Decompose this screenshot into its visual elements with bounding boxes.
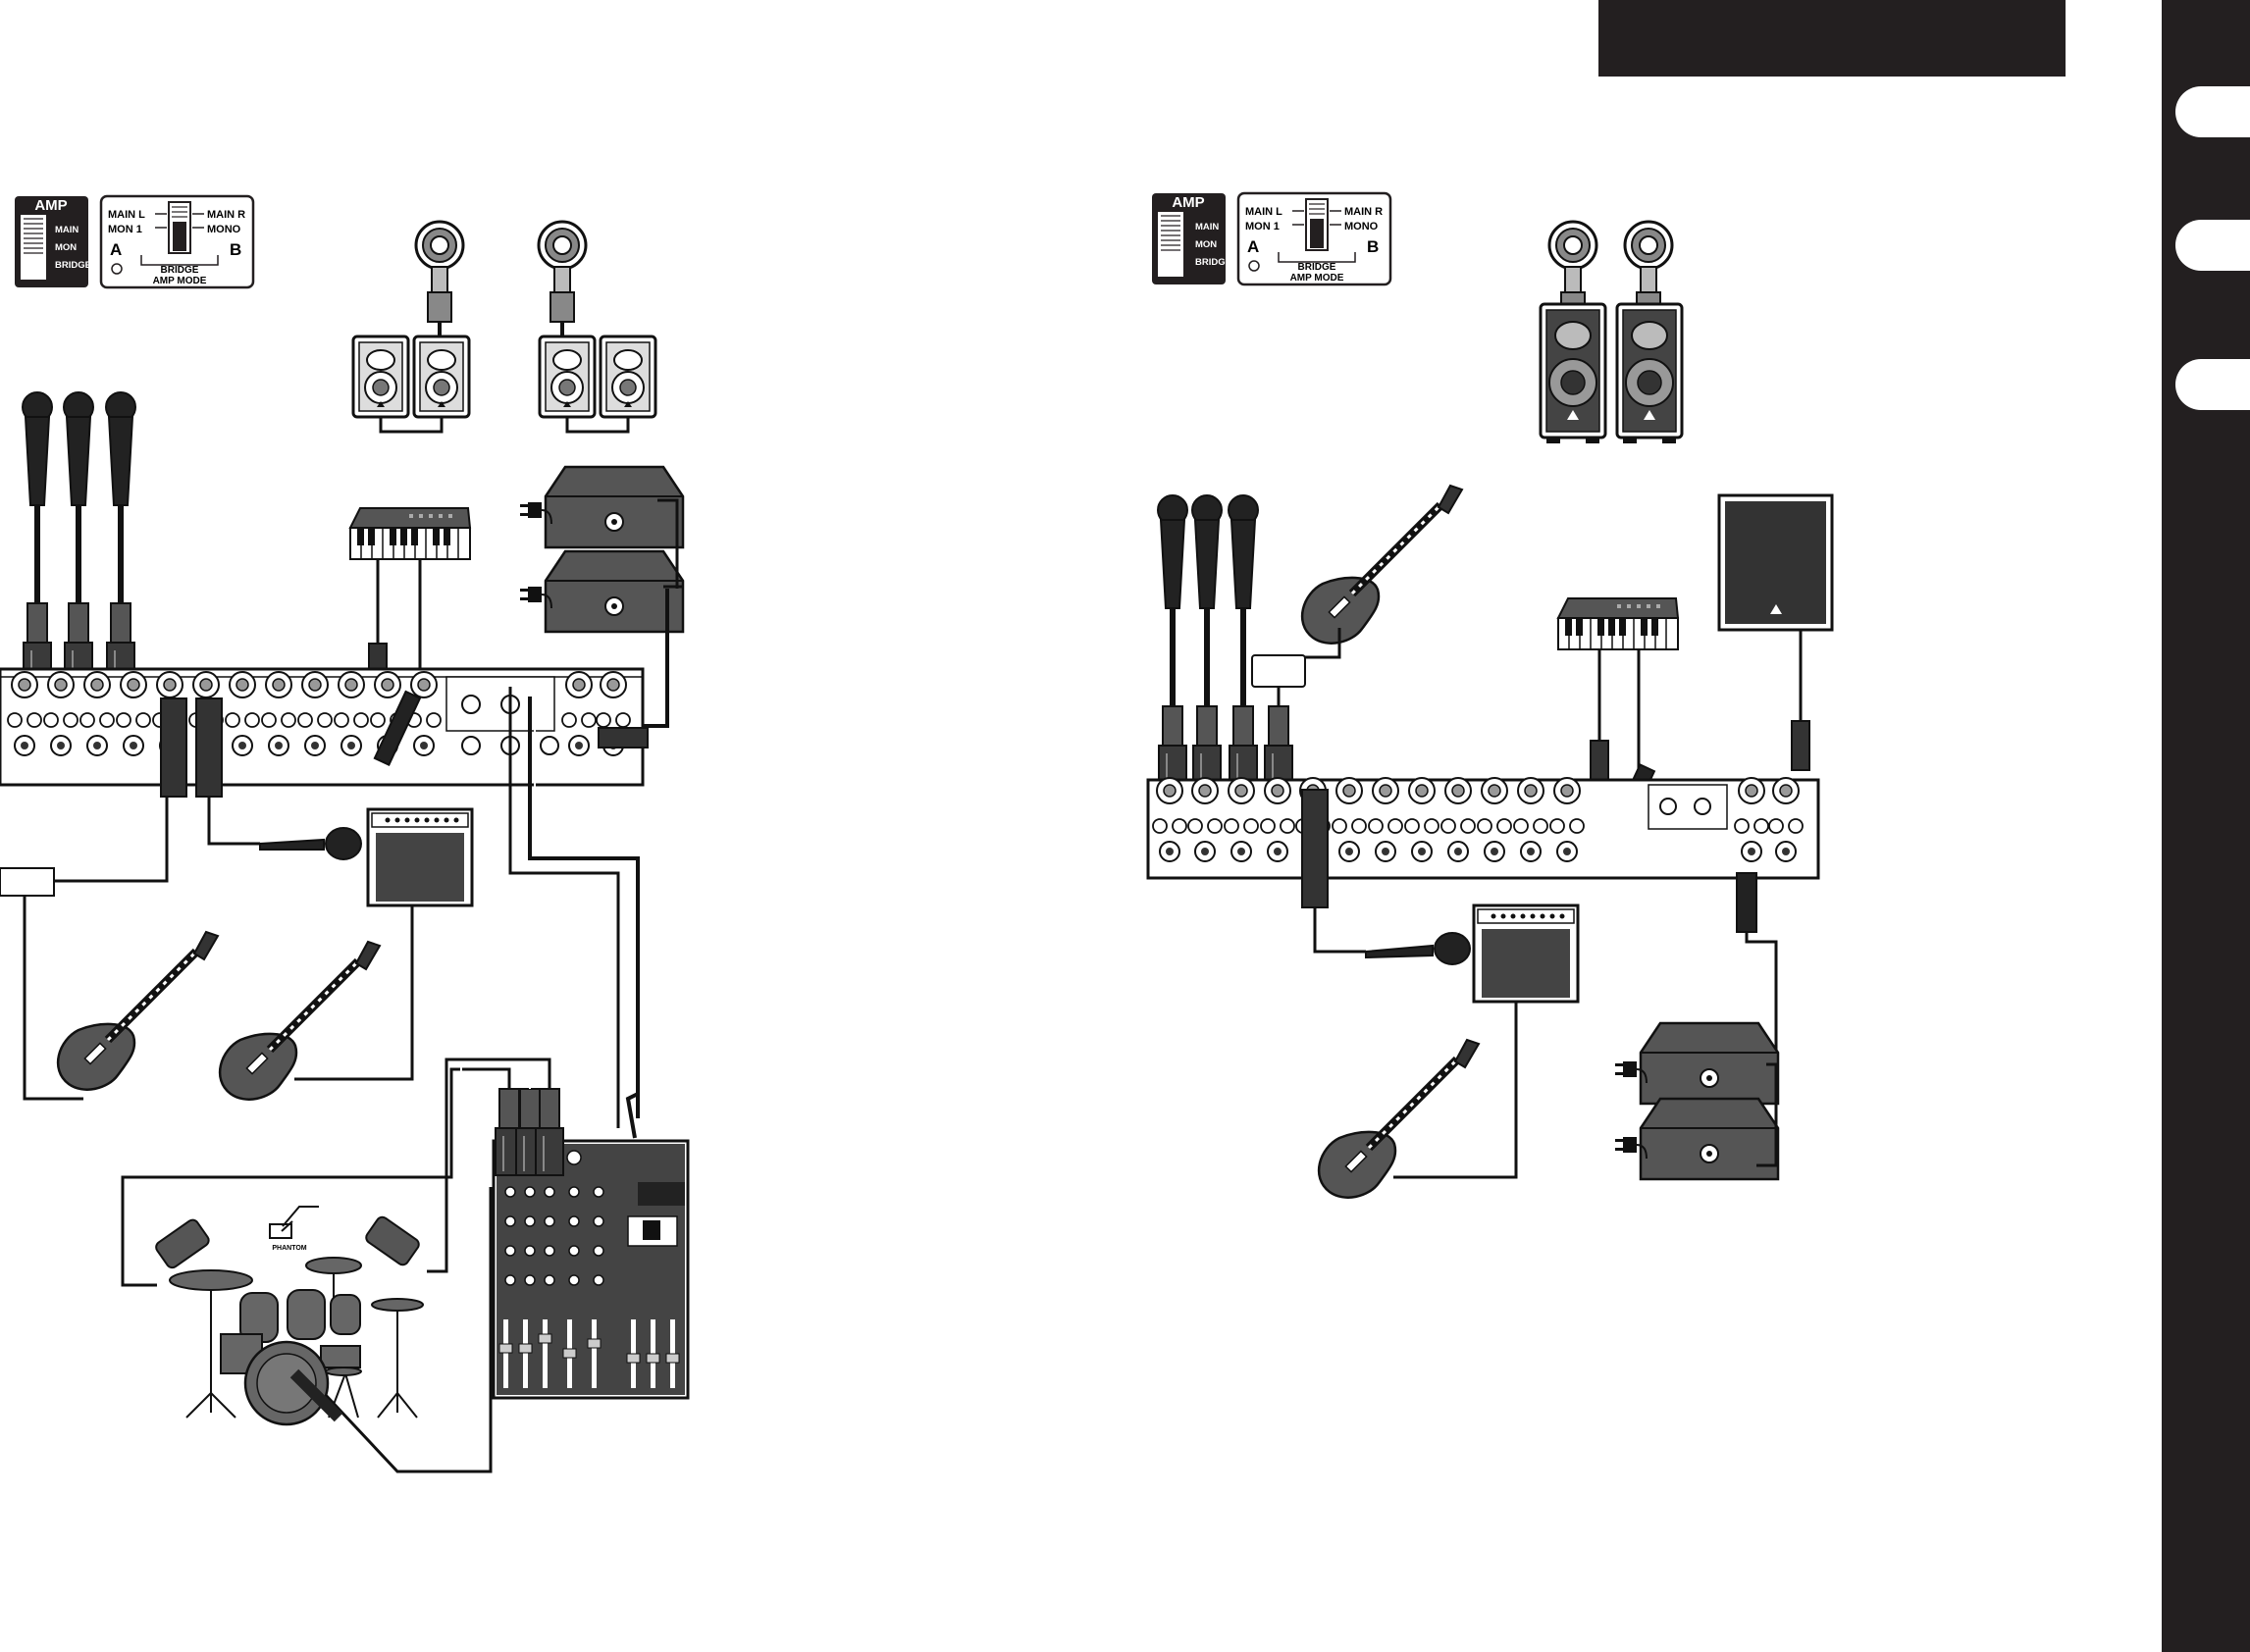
amp-mode-panel: AMP MAIN MON BRIDGE xyxy=(15,196,91,287)
amp-panel-main: MAIN xyxy=(55,225,78,235)
amp-panel-bridge: BRIDGE xyxy=(55,260,91,271)
amp-panel-main: MAIN xyxy=(1195,222,1219,232)
bass-guitar-icon xyxy=(1302,486,1462,644)
bridge-label-b: B xyxy=(1367,237,1379,256)
speaker-cabinet xyxy=(351,335,410,419)
phantom-label: PHANTOM xyxy=(272,1245,306,1252)
power-amp xyxy=(1639,1097,1780,1181)
side-index-tab-2[interactable] xyxy=(2175,220,2250,271)
bridge-mode-line1: BRIDGE xyxy=(161,265,199,276)
guitar-icon xyxy=(1319,1040,1479,1198)
side-index-strip xyxy=(2162,0,2250,1652)
bass-guitar-icon xyxy=(58,932,218,1090)
small-mixer xyxy=(492,1139,690,1400)
speakon-connector xyxy=(414,220,465,341)
microphone-icon xyxy=(1434,932,1471,965)
drum-microphone-icon xyxy=(365,1215,420,1266)
keyboard-icon xyxy=(1557,597,1679,650)
speakon-connector xyxy=(537,220,588,341)
microphone-icon xyxy=(63,391,94,604)
drum-kit-icon xyxy=(169,1257,424,1426)
microphone-icon xyxy=(1157,494,1188,707)
microphone-icon xyxy=(325,827,362,860)
power-amp xyxy=(544,549,685,634)
bridge-main-l: MAIN L xyxy=(108,209,145,221)
bridge-mon1: MON 1 xyxy=(108,224,142,235)
bridge-label-b: B xyxy=(230,240,241,259)
side-index-tab-1[interactable] xyxy=(2175,86,2250,137)
microphone-icon xyxy=(1191,494,1223,707)
microphone-icon xyxy=(22,391,53,604)
bridge-amp-mode-panel: MAIN L MON 1 MAIN R MONO A B BRIDGE AMP … xyxy=(99,194,255,289)
guitar-combo-amp xyxy=(366,807,474,907)
amp-panel-mon: MON xyxy=(55,242,77,253)
amp-panel-title: AMP xyxy=(34,197,67,214)
bridge-label-a: A xyxy=(110,240,122,259)
drum-microphone-icon xyxy=(155,1218,210,1269)
bridge-mode-line1: BRIDGE xyxy=(1298,262,1336,273)
guitar-icon xyxy=(220,942,380,1100)
amp-panel-bridge: BRIDGE xyxy=(1195,257,1231,268)
speaker-cabinet xyxy=(1615,302,1684,445)
phantom-power-icon: PHANTOM xyxy=(269,1206,319,1252)
speaker-cabinet xyxy=(412,335,471,419)
amp-panel-mon: MON xyxy=(1195,239,1217,250)
right-diagram: AMP MAIN MON BRIDGE MAIN L MON 1 MAIN R … xyxy=(1146,191,1834,1198)
amp-panel-title: AMP xyxy=(1172,194,1204,211)
speaker-cabinet xyxy=(538,335,597,419)
bridge-amp-mode-panel: MAIN L MON 1 MAIN R MONO A B BRIDGE AMP … xyxy=(1236,191,1392,286)
bridge-main-r: MAIN R xyxy=(207,209,245,221)
bridge-main-l: MAIN L xyxy=(1245,206,1282,218)
bridge-mono: MONO xyxy=(1344,221,1379,232)
amp-mode-panel: AMP MAIN MON BRIDGE xyxy=(1152,193,1231,284)
guitar-combo-amp xyxy=(1472,903,1580,1004)
side-index-tab-3[interactable] xyxy=(2175,359,2250,410)
bridge-mode-line2: AMP MODE xyxy=(153,276,207,286)
bridge-mode-line2: AMP MODE xyxy=(1290,273,1344,284)
power-amp xyxy=(1639,1021,1780,1106)
left-diagram: AMP MAIN MON BRIDGE MAIN L MON 1 MAIN R … xyxy=(0,194,690,1473)
main-mixer xyxy=(1146,777,1820,880)
bridge-label-a: A xyxy=(1247,237,1259,256)
bridge-mono: MONO xyxy=(207,224,241,235)
header-bar xyxy=(1598,0,2066,77)
power-amp xyxy=(544,465,685,549)
bridge-main-r: MAIN R xyxy=(1344,206,1383,218)
microphone-icon xyxy=(105,391,136,604)
keyboard-icon xyxy=(349,507,471,560)
main-mixer xyxy=(0,667,645,787)
subwoofer xyxy=(1717,493,1834,632)
speaker-cabinet xyxy=(1539,302,1607,445)
speaker-cabinet xyxy=(599,335,657,419)
bridge-mon1: MON 1 xyxy=(1245,221,1280,232)
